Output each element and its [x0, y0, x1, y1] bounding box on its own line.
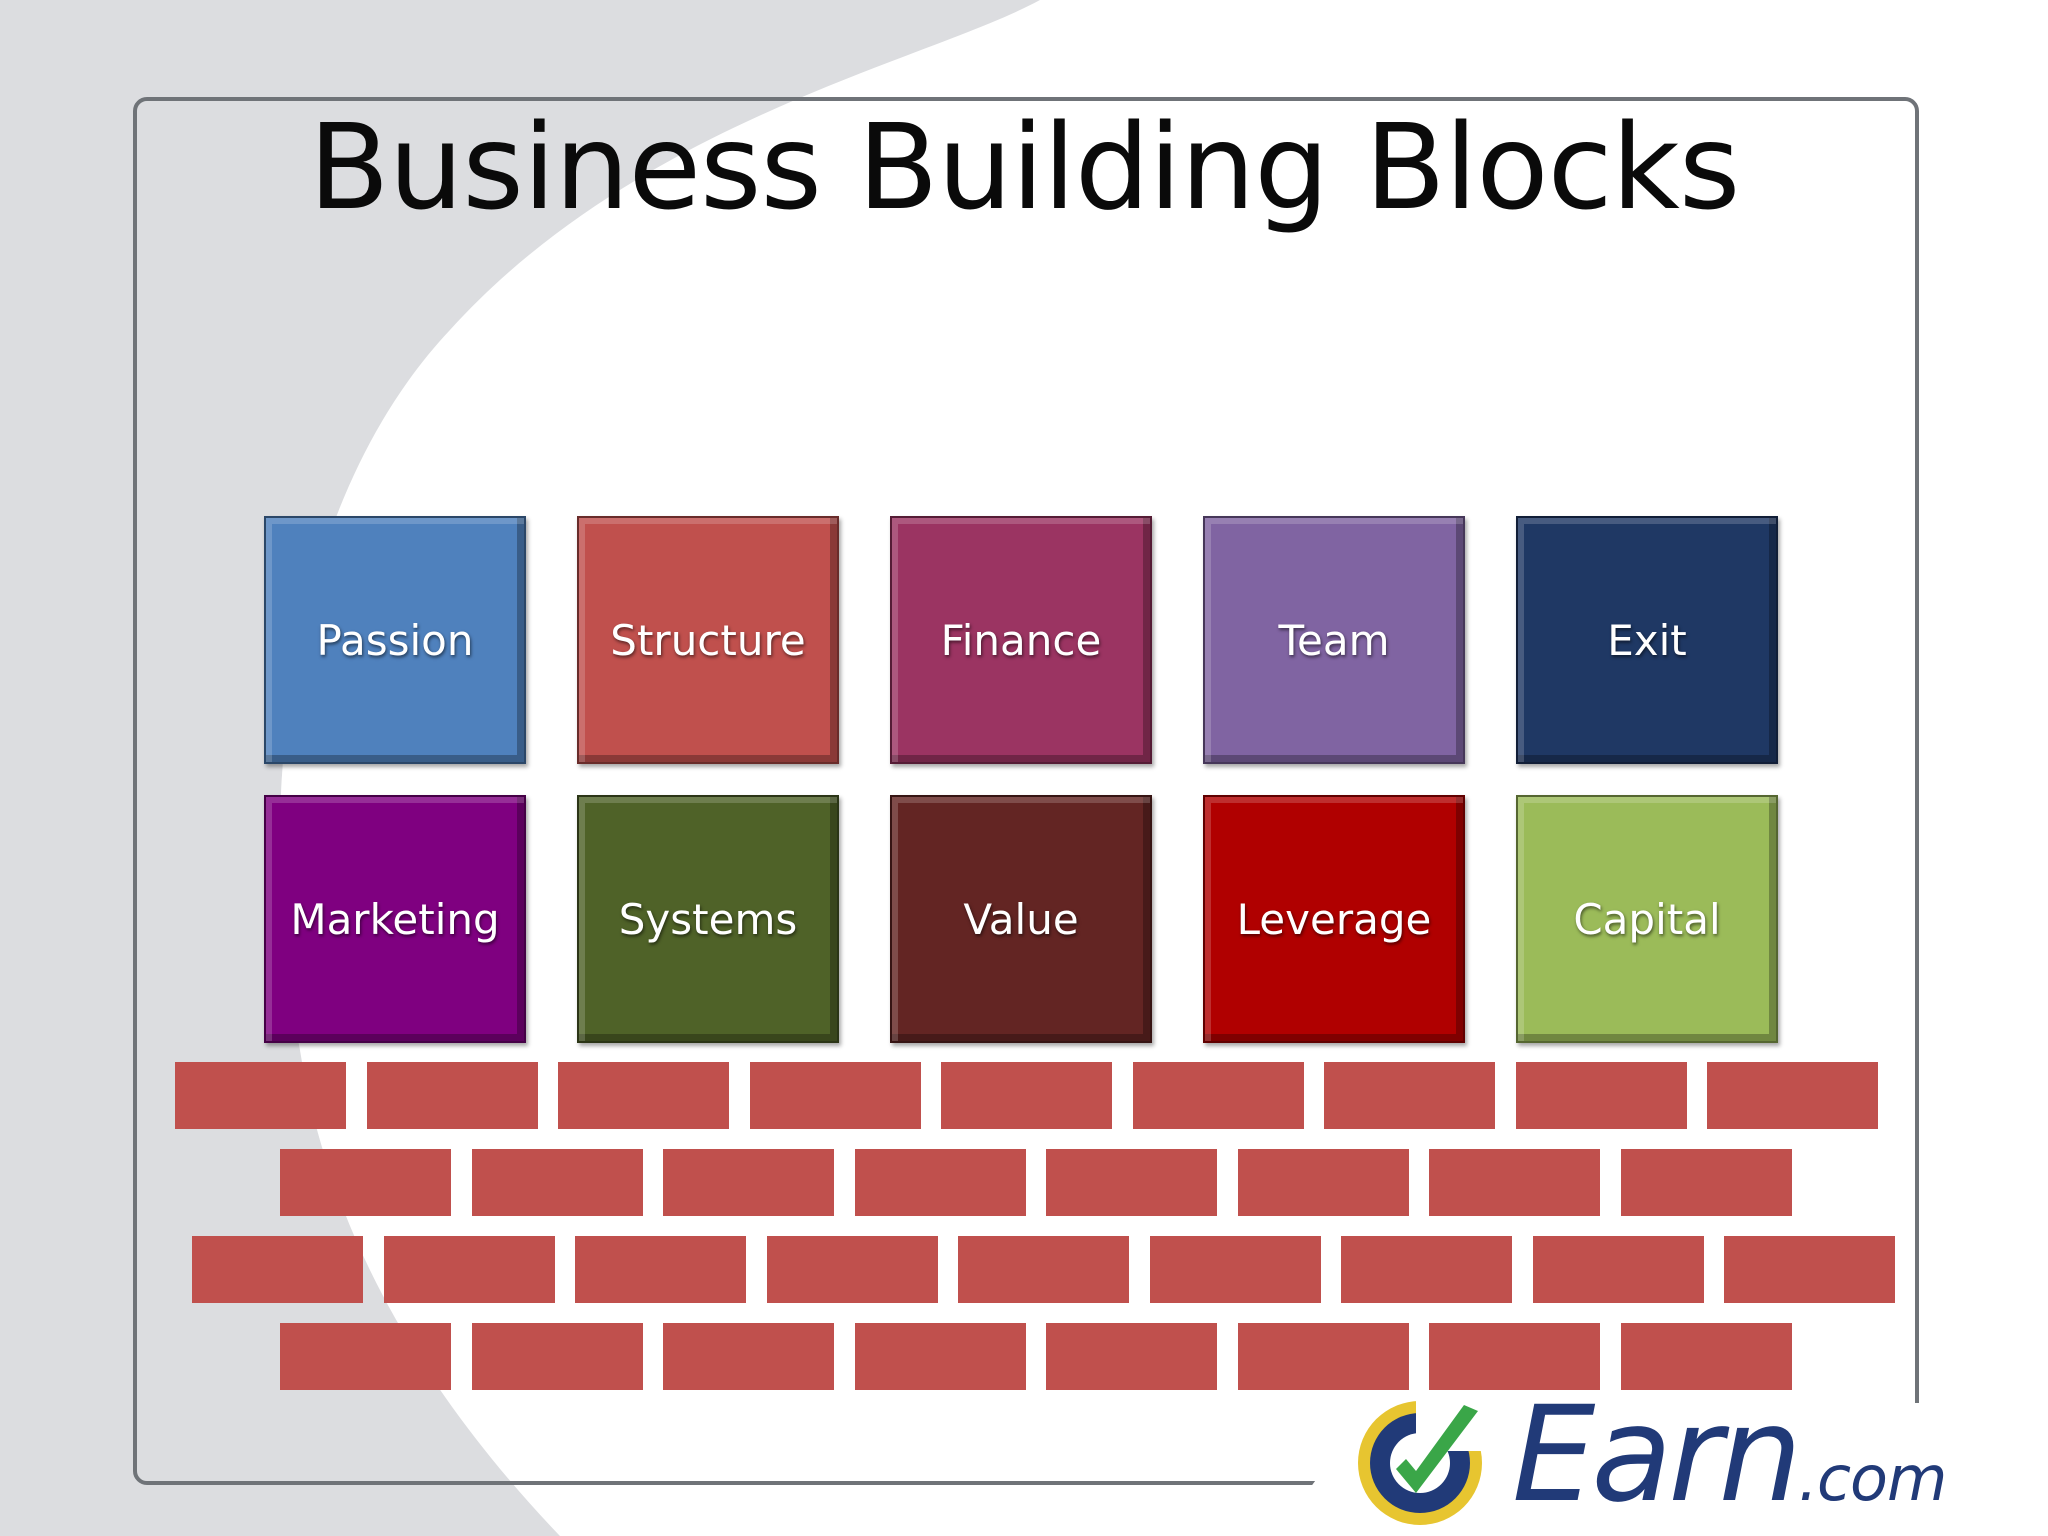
brick	[1150, 1236, 1321, 1303]
logo-wordmark: Earn.com	[1512, 1378, 1947, 1532]
brick	[558, 1062, 729, 1129]
brick	[472, 1149, 643, 1216]
brick	[1046, 1323, 1217, 1390]
brick	[1429, 1149, 1600, 1216]
brick	[280, 1149, 451, 1216]
logo-domain: .com	[1798, 1442, 1947, 1515]
brick	[1724, 1236, 1895, 1303]
brick	[941, 1062, 1112, 1129]
brick	[1707, 1062, 1878, 1129]
brick	[855, 1323, 1026, 1390]
brick	[575, 1236, 746, 1303]
block-finance: Finance	[890, 516, 1152, 764]
brick	[175, 1062, 346, 1129]
brick	[472, 1323, 643, 1390]
brick	[958, 1236, 1129, 1303]
block-leverage: Leverage	[1203, 795, 1465, 1043]
block-team: Team	[1203, 516, 1465, 764]
brick	[663, 1149, 834, 1216]
brick	[1621, 1323, 1792, 1390]
brick	[767, 1236, 938, 1303]
brick	[384, 1236, 555, 1303]
brick	[1621, 1149, 1792, 1216]
brick	[1133, 1062, 1304, 1129]
logo-emblem	[1290, 1393, 2030, 1536]
brick	[367, 1062, 538, 1129]
block-value: Value	[890, 795, 1152, 1043]
brick	[1238, 1323, 1409, 1390]
brick	[855, 1149, 1026, 1216]
brick	[663, 1323, 834, 1390]
brick	[1533, 1236, 1704, 1303]
block-capital: Capital	[1516, 795, 1778, 1043]
block-marketing: Marketing	[264, 795, 526, 1043]
brick	[1341, 1236, 1512, 1303]
brick	[1324, 1062, 1495, 1129]
block-systems: Systems	[577, 795, 839, 1043]
brick	[1046, 1149, 1217, 1216]
brick	[192, 1236, 363, 1303]
brick	[280, 1323, 451, 1390]
brick	[1516, 1062, 1687, 1129]
brick	[1238, 1149, 1409, 1216]
logo-name: Earn	[1512, 1378, 1802, 1532]
brick	[750, 1062, 921, 1129]
slide-title: Business Building Blocks	[308, 98, 1741, 236]
block-exit: Exit	[1516, 516, 1778, 764]
content-frame	[133, 97, 1919, 1485]
brick	[1429, 1323, 1600, 1390]
block-structure: Structure	[577, 516, 839, 764]
block-passion: Passion	[264, 516, 526, 764]
